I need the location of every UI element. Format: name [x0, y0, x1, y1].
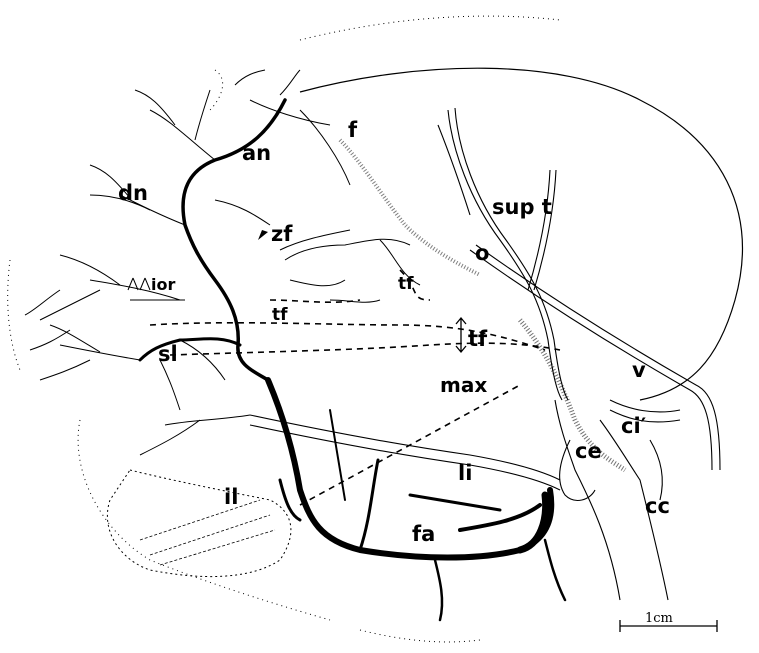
label-zf: zf — [271, 222, 293, 246]
label-dn: dn — [118, 181, 148, 205]
label-tf-mid: tf — [468, 327, 488, 351]
label-tf-upper: tf — [398, 274, 414, 294]
dashed-vessels — [150, 270, 560, 505]
tf-arrow-icon — [456, 318, 466, 352]
label-li: li — [458, 461, 472, 485]
vein-v — [470, 245, 720, 470]
label-sl: sl — [158, 342, 178, 366]
facial-artery — [140, 100, 565, 620]
label-ce: ce — [575, 439, 602, 463]
label-ior: ior — [151, 275, 175, 294]
fine-branches — [130, 100, 420, 302]
lower-lip-lines — [140, 500, 275, 565]
label-o: o — [475, 241, 489, 265]
dendritic-branches — [25, 70, 300, 455]
label-max: max — [440, 373, 487, 397]
label-ci: ci′ — [621, 414, 647, 438]
label-tf-left: tf — [272, 305, 288, 325]
label-v: v — [632, 358, 646, 382]
label-cc: cc — [645, 494, 670, 518]
zf-arrow-icon — [258, 230, 268, 240]
label-sup-t: sup t — [492, 195, 552, 219]
label-f: f — [348, 118, 358, 142]
lower-lip-dotted — [107, 470, 291, 577]
head-outline — [300, 68, 742, 400]
label-il: il — [224, 485, 238, 509]
scale-bar-label: 1cm — [645, 611, 673, 626]
label-fa: fa — [412, 522, 435, 546]
ior-arrow-icon — [128, 278, 150, 290]
superficial-temporal-vessel — [438, 108, 568, 400]
label-an: an — [242, 141, 271, 165]
